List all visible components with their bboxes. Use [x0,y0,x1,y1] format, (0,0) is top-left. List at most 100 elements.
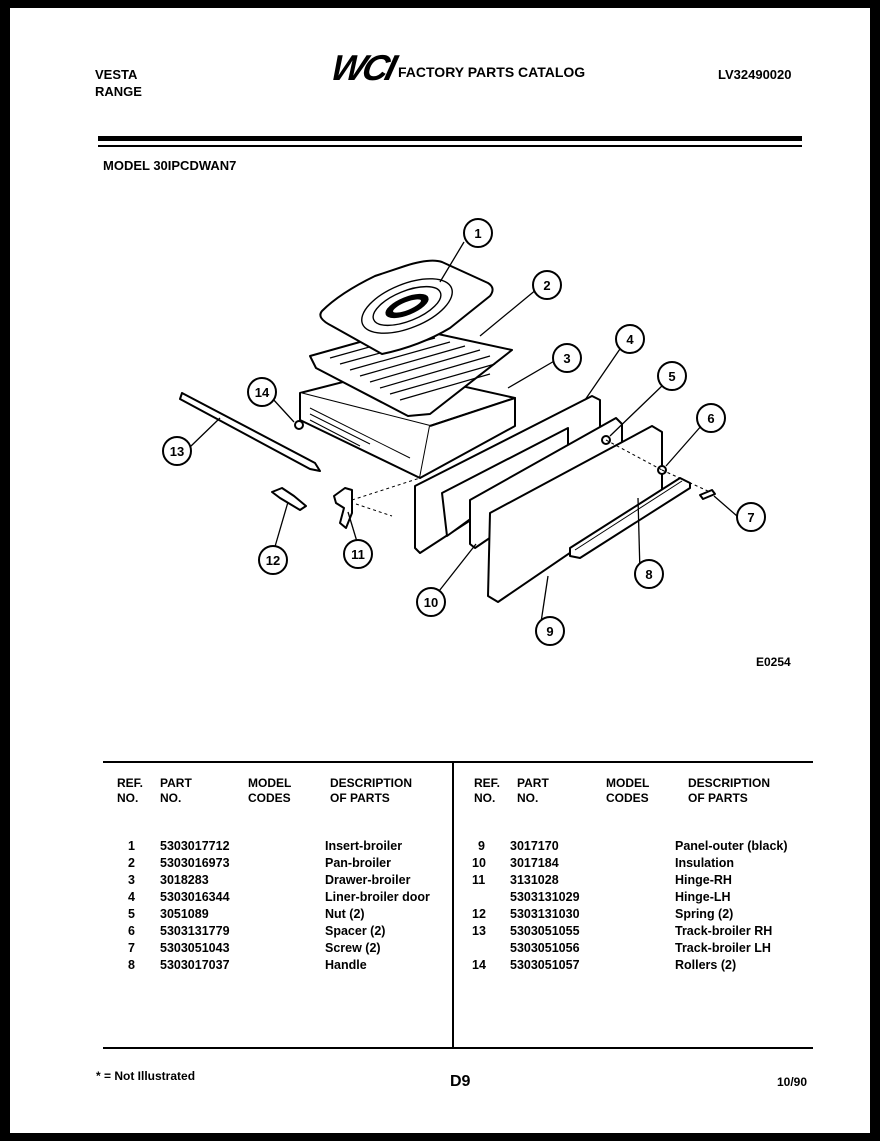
callout-2-label: 2 [543,278,550,293]
part-description: Insert-broiler [325,839,403,853]
callout-7-label: 7 [747,510,754,525]
table-bottom-rule [103,1047,813,1049]
part-no: 3051089 [160,907,209,921]
model-label: MODEL 30IPCDWAN7 [103,158,237,173]
hinge-part [333,487,353,529]
header-rule [98,136,802,141]
part-no: 3017170 [510,839,559,853]
part-description: Drawer-broiler [325,873,411,887]
header-part-no-right: PART NO. [517,776,549,805]
page-code: D9 [450,1073,471,1090]
table-row: 5 3051089 Nut (2) [10,906,450,923]
callout-1: 1 [463,218,493,248]
part-description: Spring (2) [675,907,734,921]
catalog-number: LV32490020 [718,67,792,82]
part-no: 5303131030 [510,907,580,921]
header-rule-thin [98,145,802,147]
part-description: Hinge-LH [675,890,731,904]
callout-1-label: 1 [474,226,481,241]
header-ref-no-right: REF. NO. [474,776,501,805]
ref-no: 11 [472,873,486,887]
part-no: 5303051055 [510,924,580,938]
part-no: 5303017037 [160,958,230,972]
part-description: Liner-broiler door [325,890,430,904]
header-model-codes-right: MODEL CODES [606,776,650,805]
part-description: Track-broiler RH [675,924,773,938]
ref-no: 4 [128,890,135,904]
catalog-date: 10/90 [777,1075,808,1089]
exploded-parts-diagram: 1 2 3 4 5 6 7 8 9 10 11 12 13 14 [162,218,766,646]
callout-5-label: 5 [668,369,675,384]
part-description: Screw (2) [325,941,381,955]
ref-no: 3 [128,873,135,887]
roller-part [294,420,304,430]
table-row: 5303131029 Hinge-LH [10,889,870,906]
callout-14-label: 14 [255,385,270,400]
ref-no: 10 [472,856,486,870]
part-description: Pan-broiler [325,856,391,870]
header-ref-no-left: REF. NO. [117,776,144,805]
ref-no: 12 [472,907,486,921]
part-no: 5303131779 [160,924,230,938]
callout-3: 3 [552,343,582,373]
ref-no: 6 [128,924,135,938]
callout-4-label: 4 [626,332,634,347]
table-row: 6 5303131779 Spacer (2) [10,923,450,940]
table-top-rule [103,761,813,763]
drawing-code: E0254 [756,655,791,669]
table-row: 13 5303051055 Track-broiler RH [10,923,870,940]
callout-13-label: 13 [170,444,184,459]
part-description: Spacer (2) [325,924,386,938]
callout-6: 6 [696,403,726,433]
header-description-left: DESCRIPTION OF PARTS [330,776,413,805]
part-description: Handle [325,958,367,972]
callout-8-label: 8 [645,567,652,582]
table-row: 1 5303017712 Insert-broiler [10,838,450,855]
ref-no: 8 [128,958,135,972]
header-part-no-left: PART NO. [160,776,192,805]
callout-9-label: 9 [546,624,553,639]
callout-5: 5 [657,361,687,391]
catalog-title: FACTORY PARTS CATALOG [398,64,586,80]
callout-11: 11 [343,539,373,569]
screw-part [699,489,716,500]
callout-10: 10 [416,587,446,617]
callout-12: 12 [258,545,288,575]
table-divider [452,761,454,1048]
callout-14: 14 [247,377,277,407]
callout-12-label: 12 [266,553,280,568]
part-description: Hinge-RH [675,873,732,887]
part-no: 5303017712 [160,839,230,853]
callout-13: 13 [162,436,192,466]
ref-no: 14 [472,958,486,972]
table-row: 7 5303051043 Screw (2) [10,940,450,957]
table-row: 12 5303131030 Spring (2) [10,906,870,923]
callout-10-label: 10 [424,595,438,610]
callout-11-label: 11 [351,547,365,562]
callout-4: 4 [615,324,645,354]
part-no: 5303051043 [160,941,230,955]
callout-6-label: 6 [707,411,714,426]
part-no: 5303131029 [510,890,580,904]
brand-line-1: VESTA [95,67,138,82]
ref-no: 1 [128,839,135,853]
part-description: Panel-outer (black) [675,839,788,853]
part-description: Nut (2) [325,907,365,921]
ref-no: 5 [128,907,135,921]
ref-no: 2 [128,856,135,870]
spring-part [271,487,307,511]
ref-no: 13 [472,924,486,938]
callout-7: 7 [736,502,766,532]
ref-no: 7 [128,941,135,955]
part-no: 5303051056 [510,941,580,955]
table-row: 8 5303017037 Handle [10,957,450,974]
